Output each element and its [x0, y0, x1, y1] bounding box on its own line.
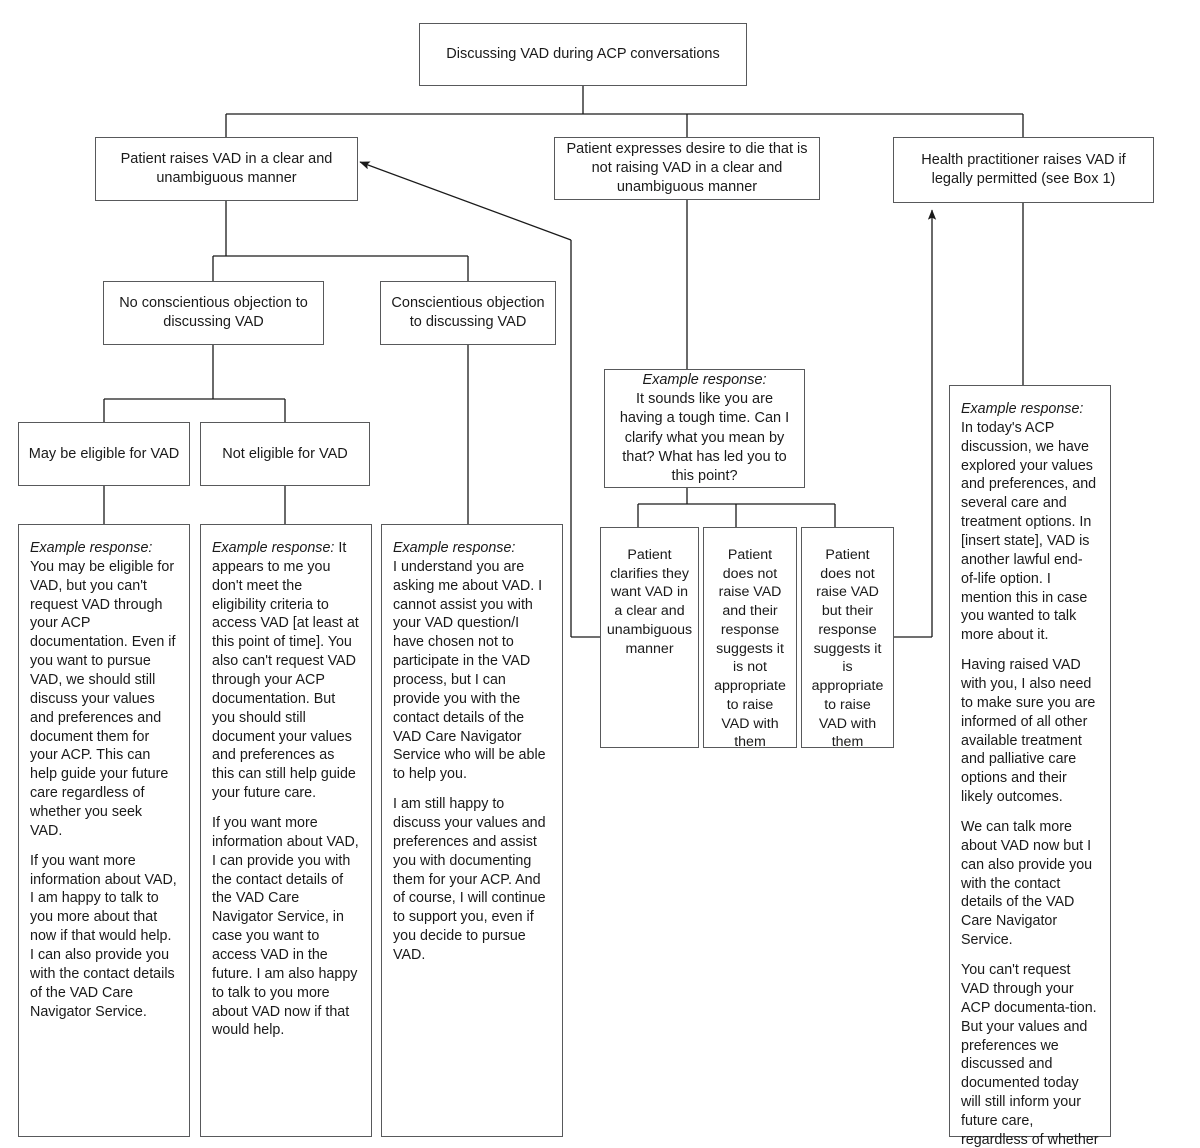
node-outcome-label: Patient does not raise VAD and their res…	[714, 547, 786, 751]
paragraph: We can talk more about VAD now but I can…	[961, 818, 1099, 950]
node-health-practitioner-raises-vad[interactable]: Health practitioner raises VAD if legall…	[893, 137, 1154, 203]
node-patient-raises-vad-clear-label: Patient raises VAD in a clear and unambi…	[120, 151, 333, 186]
example-response-label: Example response:	[30, 540, 153, 556]
paragraph: Example response: In today's ACP discussi…	[961, 400, 1099, 645]
node-no-conscientious-objection-label: No conscientious objection to discussing…	[119, 295, 308, 330]
node-patient-expresses-desire-to-die[interactable]: Patient expresses desire to die that is …	[554, 137, 820, 200]
example-response-label: Example response:	[393, 540, 516, 556]
node-example-response-practitioner-raises[interactable]: Example response: In today's ACP discussi…	[949, 385, 1111, 1148]
paragraph: I am still happy to discuss your values …	[393, 795, 551, 965]
example-response-clarify-text: It sounds like you are having a tough ti…	[619, 390, 790, 485]
node-patient-expresses-desire-label: Patient expresses desire to die that is …	[566, 141, 808, 195]
example-response-label: Example response:	[212, 540, 335, 556]
paragraph-text: We can talk more about VAD now but I can…	[961, 819, 1093, 949]
node-example-response-conscientious-objection[interactable]: Example response: I understand you are as…	[381, 524, 563, 1137]
node-root-discussing-vad[interactable]: Discussing VAD during ACP conversations	[419, 23, 747, 86]
node-health-practitioner-label: Health practitioner raises VAD if legall…	[921, 152, 1126, 187]
paragraph: If you want more information about VAD, …	[212, 814, 360, 1040]
node-not-eligible-for-vad[interactable]: Not eligible for VAD	[200, 422, 370, 486]
node-outcome-not-appropriate-to-raise[interactable]: Patient does not raise VAD and their res…	[703, 527, 797, 750]
node-no-conscientious-objection[interactable]: No conscientious objection to discussing…	[103, 281, 324, 345]
paragraph: Example response: I understand you are as…	[393, 539, 551, 784]
paragraph-text: You can't request VAD through your ACP d…	[961, 962, 1099, 1148]
paragraph-text: In today's ACP discussion, we have explo…	[961, 419, 1097, 644]
paragraph: Having raised VAD with you, I also need …	[961, 656, 1099, 807]
node-patient-raises-vad-clear[interactable]: Patient raises VAD in a clear and unambi…	[95, 137, 358, 201]
node-root-label: Discussing VAD during ACP conversations	[446, 46, 720, 63]
paragraph-text: You may be eligible for VAD, but you can…	[30, 558, 176, 839]
node-outcome-label: Patient clarifies they want VAD in a cle…	[606, 547, 693, 657]
paragraph-text: I understand you are asking me about VAD…	[393, 558, 546, 783]
node-may-be-eligible-label: May be eligible for VAD	[28, 445, 180, 462]
node-outcome-appropriate-to-raise[interactable]: Patient does not raise VAD but their res…	[801, 527, 894, 750]
paragraph: Example response: It appears to me you d…	[212, 539, 360, 803]
example-response-label-clarify: Example response:	[642, 371, 767, 388]
paragraph: Example response: You may be eligible fo…	[30, 539, 178, 841]
paragraph-text: It appears to me you don't meet the elig…	[212, 540, 359, 802]
paragraph: If you want more information about VAD, …	[30, 852, 178, 1022]
node-example-response-clarify[interactable]: Example response: It sounds like you are…	[604, 369, 805, 488]
paragraph-text: I am still happy to discuss your values …	[393, 796, 546, 964]
node-not-eligible-label: Not eligible for VAD	[222, 445, 348, 462]
node-may-be-eligible-for-vad[interactable]: May be eligible for VAD	[18, 422, 190, 486]
paragraph-text: If you want more information about VAD, …	[212, 815, 359, 1039]
paragraph-text: If you want more information about VAD, …	[30, 852, 177, 1020]
paragraph-text: Having raised VAD with you, I also need …	[961, 657, 1096, 806]
example-response-label: Example response:	[961, 401, 1084, 417]
node-conscientious-objection-label: Conscientious objection to discussing VA…	[391, 295, 545, 330]
paragraph: You can't request VAD through your ACP d…	[961, 961, 1099, 1148]
node-outcome-label: Patient does not raise VAD but their res…	[811, 547, 884, 751]
node-outcome-patient-clarifies-wants-vad[interactable]: Patient clarifies they want VAD in a cle…	[600, 527, 699, 748]
node-example-response-may-be-eligible[interactable]: Example response: You may be eligible fo…	[18, 524, 190, 1137]
node-conscientious-objection[interactable]: Conscientious objection to discussing VA…	[380, 281, 556, 345]
node-example-response-not-eligible[interactable]: Example response: It appears to me you d…	[200, 524, 372, 1137]
